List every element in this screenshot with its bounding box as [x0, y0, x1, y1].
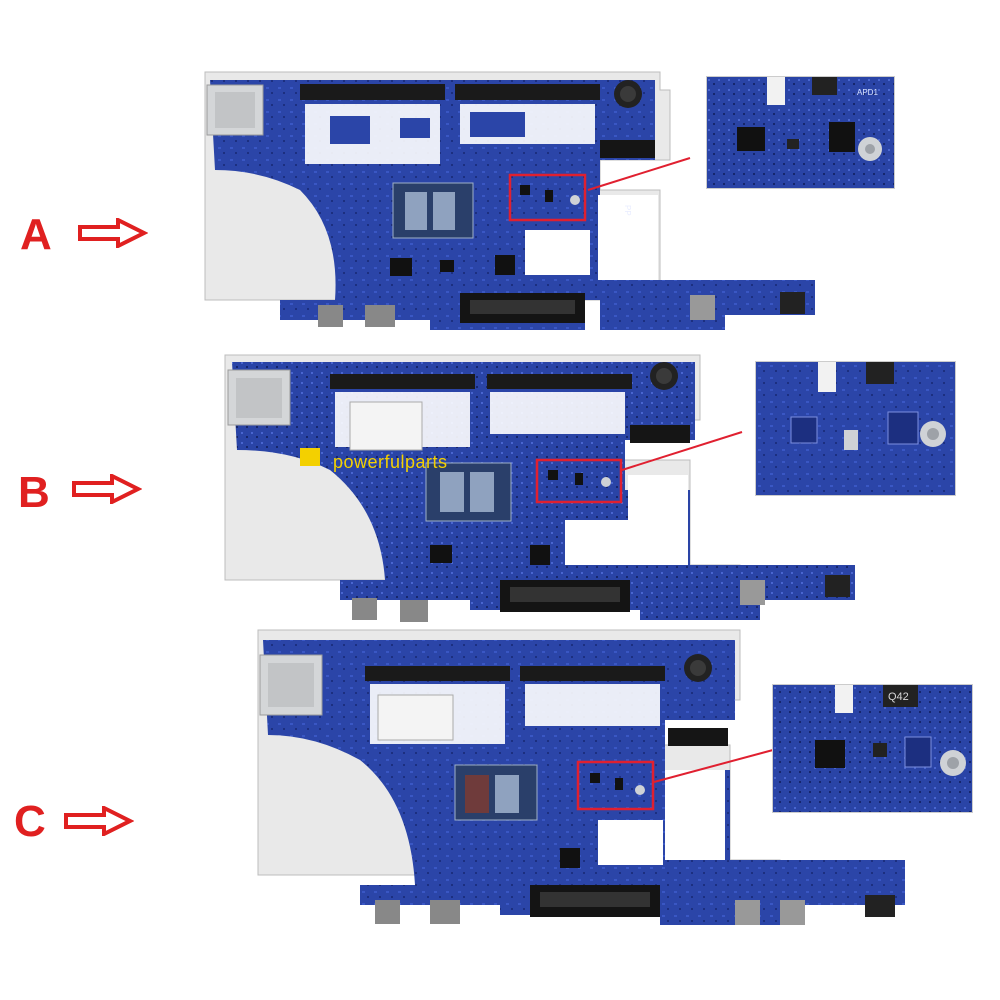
zoom-detail: Q42 — [773, 685, 972, 812]
watermark-text: powerfulparts — [333, 452, 448, 472]
silkscreen-apd: APD1 — [857, 88, 878, 97]
board-a: PP — [204, 71, 815, 330]
board-b — [224, 354, 855, 622]
variant-label-c: C — [14, 797, 46, 846]
zoom-inset-a: APD1 — [706, 76, 895, 189]
zoom-detail — [756, 362, 955, 495]
arrow-right-icon — [78, 218, 148, 248]
zoom-inset-c: Q42 — [772, 684, 973, 813]
zoom-detail: APD1 — [707, 77, 894, 188]
arrow-right-icon — [72, 474, 142, 504]
variant-label-b: B — [18, 468, 50, 517]
arrow-right-icon — [64, 806, 134, 836]
variant-label-a: A — [20, 210, 52, 259]
silkscreen-pp: PP — [623, 205, 632, 216]
silkscreen-chip: Q42 — [888, 691, 909, 703]
board-c — [257, 629, 905, 925]
zoom-inset-b — [755, 361, 956, 496]
